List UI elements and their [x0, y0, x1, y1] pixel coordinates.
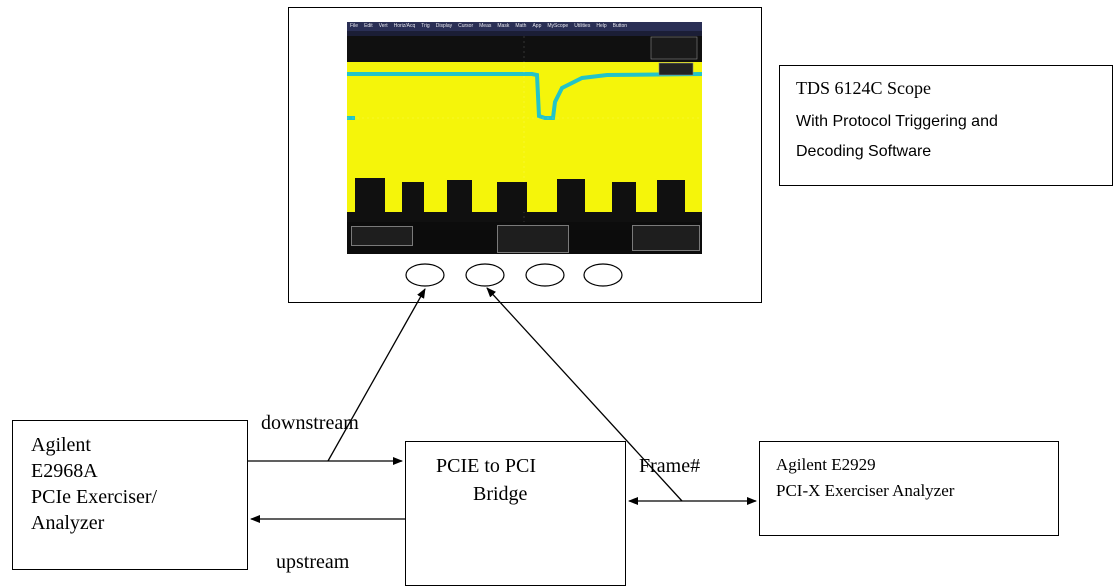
exerciser-line3: PCIe Exerciser/: [31, 486, 158, 508]
scope-menu-item: MyScope: [547, 23, 569, 29]
exerciser-line1: Agilent: [31, 434, 91, 456]
scope-screen: File Edit Vert Horiz/Acq Trig Display Cursor Me…: [347, 22, 702, 254]
analyzer-line2: PCI-X Exerciser Analyzer: [776, 481, 955, 500]
ch2-trace: [347, 72, 702, 120]
scope-menu-item: Vert: [378, 23, 388, 29]
scope-menu-item: Help: [596, 23, 607, 29]
scope-label-line1: TDS 6124C Scope: [796, 78, 931, 98]
scope-status-bar: [347, 31, 702, 36]
scope-menu-item: Math: [515, 23, 527, 29]
bridge-line2: Bridge: [473, 483, 528, 505]
scope-menu-item: Button: [612, 23, 628, 29]
downstream-label: downstream: [261, 412, 359, 434]
scope-menu-item: Mask: [497, 23, 510, 29]
downstream-probe-arrow: [327, 288, 426, 462]
ch2-marker: [347, 116, 355, 120]
scope-menu-item: Utilities: [574, 23, 591, 29]
scope-menu-bar: File Edit Vert Horiz/Acq Trig Display Cursor Me…: [347, 22, 702, 31]
upstream-label: upstream: [276, 551, 350, 573]
scope-menu-item: Horiz/Acq: [393, 23, 416, 29]
scope-menu-item: Edit: [364, 23, 373, 29]
bridge-line1: PCIE to PCI: [436, 455, 537, 477]
scope-menu-item: Display: [435, 23, 453, 29]
bridge-box: [405, 441, 626, 586]
scope-menu-item: Cursor: [458, 23, 474, 29]
scope-label-box: [779, 65, 1113, 186]
exerciser-line2: E2968A: [31, 460, 98, 482]
scope-menu-item: App: [532, 23, 542, 29]
scope-menu-item: Meas: [479, 23, 492, 29]
analyzer-line1: Agilent E2929: [776, 455, 876, 474]
scope-label-line3: Decoding Software: [796, 143, 932, 160]
scope-menu-item: Trig: [421, 23, 430, 29]
frame-probe-arrow: [486, 287, 683, 502]
pcie-exerciser-box: [12, 420, 248, 570]
scope-readout-bar: [347, 222, 702, 254]
scope-waveform: [347, 36, 702, 222]
band-notches: [355, 178, 685, 212]
exerciser-line4: Analyzer: [31, 512, 105, 534]
scope-menu-item: File: [350, 23, 359, 29]
scope-label-line2: With Protocol Triggering and: [796, 113, 998, 130]
pcix-analyzer-box: [759, 441, 1059, 536]
